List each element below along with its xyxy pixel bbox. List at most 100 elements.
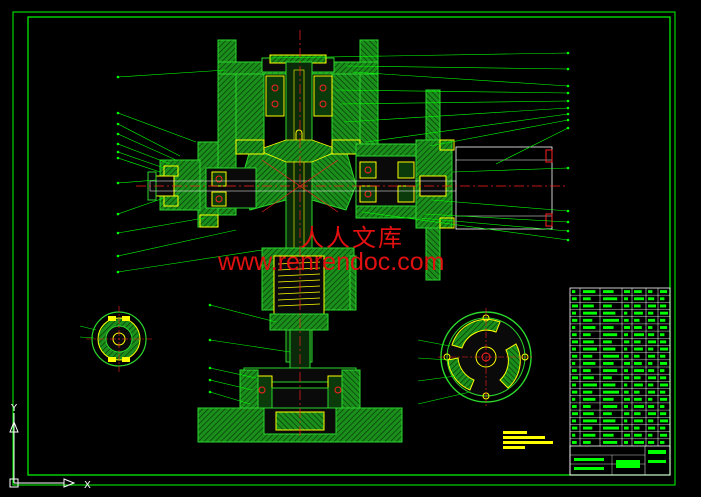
parts-list-cell-text	[624, 419, 628, 423]
leader-lines-left	[116, 69, 291, 405]
parts-list-cell-text	[634, 340, 641, 344]
parts-list-cell-text	[603, 326, 614, 329]
parts-list-cell-text	[572, 426, 578, 430]
parts-list-cell-text	[634, 390, 640, 394]
watermark-site-url: www.renrendoc.com	[218, 248, 445, 276]
parts-list-rows	[570, 294, 670, 440]
parts-list-cell-text	[624, 397, 630, 401]
parts-list-cell-text	[660, 340, 667, 344]
parts-list-cell-text	[634, 405, 644, 408]
parts-list-cell-text	[572, 340, 578, 344]
parts-list-cell-text	[648, 333, 655, 337]
parts-list-cell-text	[624, 376, 630, 380]
ucs-axis-icon	[9, 413, 76, 488]
parts-list-cell-text	[624, 326, 630, 329]
parts-list-cell-text	[634, 311, 643, 315]
parts-list-cell-text	[660, 412, 667, 416]
parts-list-cell-text	[634, 376, 641, 380]
parts-list-cell-text	[572, 376, 578, 380]
parts-list-cell-text	[624, 318, 629, 322]
parts-list-cell-text	[583, 333, 591, 337]
parts-list-cell-text	[648, 311, 654, 315]
parts-list-cell-text	[603, 297, 618, 301]
parts-list-cell-text	[572, 412, 578, 416]
parts-list-cell-text	[603, 304, 612, 308]
parts-list-cell-text	[583, 369, 591, 373]
parts-list-cell-text	[648, 405, 655, 408]
parts-list-cell-text	[648, 433, 653, 437]
parts-list-cell-text	[634, 433, 642, 437]
parts-list-cell-text	[624, 347, 628, 351]
parts-list-cell-text	[634, 419, 643, 423]
parts-list-cell-text	[603, 390, 619, 394]
parts-list-cell-text	[583, 419, 597, 423]
parts-list-cell-text	[624, 433, 630, 437]
parts-list-cell-text	[624, 412, 630, 416]
parts-list-cell-text	[572, 347, 576, 351]
parts-list-cell-text	[624, 354, 629, 358]
parts-list-cell-text	[603, 433, 614, 437]
parts-list-cell-text	[624, 333, 628, 337]
parts-list-cell-text	[583, 376, 594, 380]
parts-list-cell-text	[624, 383, 628, 387]
parts-list-cell-text	[603, 333, 618, 337]
parts-list-cell-text	[634, 383, 643, 387]
parts-list-cell-text	[660, 297, 665, 301]
parts-list-cell-text	[583, 311, 597, 315]
parts-list-cell-text	[660, 347, 668, 351]
parts-list-cell-text	[603, 405, 618, 408]
parts-list-cell-text	[572, 318, 578, 322]
parts-list-cell-text	[648, 326, 653, 329]
parts-list-cell-text	[660, 311, 668, 315]
parts-list-cell-text	[624, 440, 628, 444]
parts-list-cell-text	[660, 304, 667, 308]
parts-list-cell-text	[634, 326, 642, 329]
parts-list-cell-text	[603, 311, 616, 315]
parts-list-cell-text	[572, 383, 576, 387]
parts-list-cell-text	[572, 361, 576, 365]
parts-list-cell-text	[648, 369, 655, 373]
title-block-parts-list	[569, 287, 671, 476]
parts-list-cell-text	[583, 297, 591, 301]
parts-list-cell-text	[634, 297, 644, 301]
parts-list-cell-text	[648, 361, 653, 365]
parts-list-cell-text	[583, 412, 594, 416]
parts-list-cell-text	[660, 369, 665, 373]
parts-list-cell-text	[648, 390, 656, 394]
parts-list-cell-text	[583, 318, 593, 322]
parts-list-cell-text	[660, 290, 668, 294]
technical-notes	[503, 431, 553, 449]
parts-list-cell-text	[583, 405, 591, 408]
parts-list-cell-text	[583, 326, 596, 329]
parts-list-cell-text	[583, 383, 597, 387]
detail-view-small-flange	[79, 306, 152, 372]
parts-list-cell-text	[648, 383, 654, 387]
parts-list-cell-text	[583, 390, 593, 394]
parts-list-cell-text	[603, 340, 612, 344]
ucs-x-label: X	[84, 480, 91, 491]
parts-list-cell-text	[634, 347, 643, 351]
parts-list-cell-text	[624, 390, 629, 394]
parts-list-cell-text	[624, 369, 628, 373]
parts-list-cell-text	[660, 333, 665, 337]
parts-list-cell-text	[648, 340, 656, 344]
parts-list-cell-text	[603, 347, 616, 351]
parts-list-cell-text	[603, 361, 614, 365]
parts-list-cell-text	[648, 412, 656, 416]
parts-list-cell-text	[603, 412, 612, 416]
parts-list-cell-text	[634, 426, 640, 430]
parts-list-cell-text	[603, 383, 616, 387]
parts-list-cell-text	[603, 354, 619, 358]
parts-list-cell-text	[572, 297, 577, 301]
parts-list-cell-text	[572, 440, 577, 444]
parts-list-cell-text	[660, 383, 668, 387]
parts-list-cell-text	[572, 326, 576, 329]
parts-list-cell-text	[648, 397, 653, 401]
parts-list-cell-text	[648, 290, 653, 294]
parts-list-cell-text	[572, 405, 577, 408]
main-section-view	[136, 30, 566, 443]
parts-list-cell-text	[583, 361, 596, 365]
parts-list-cell-text	[648, 376, 656, 380]
